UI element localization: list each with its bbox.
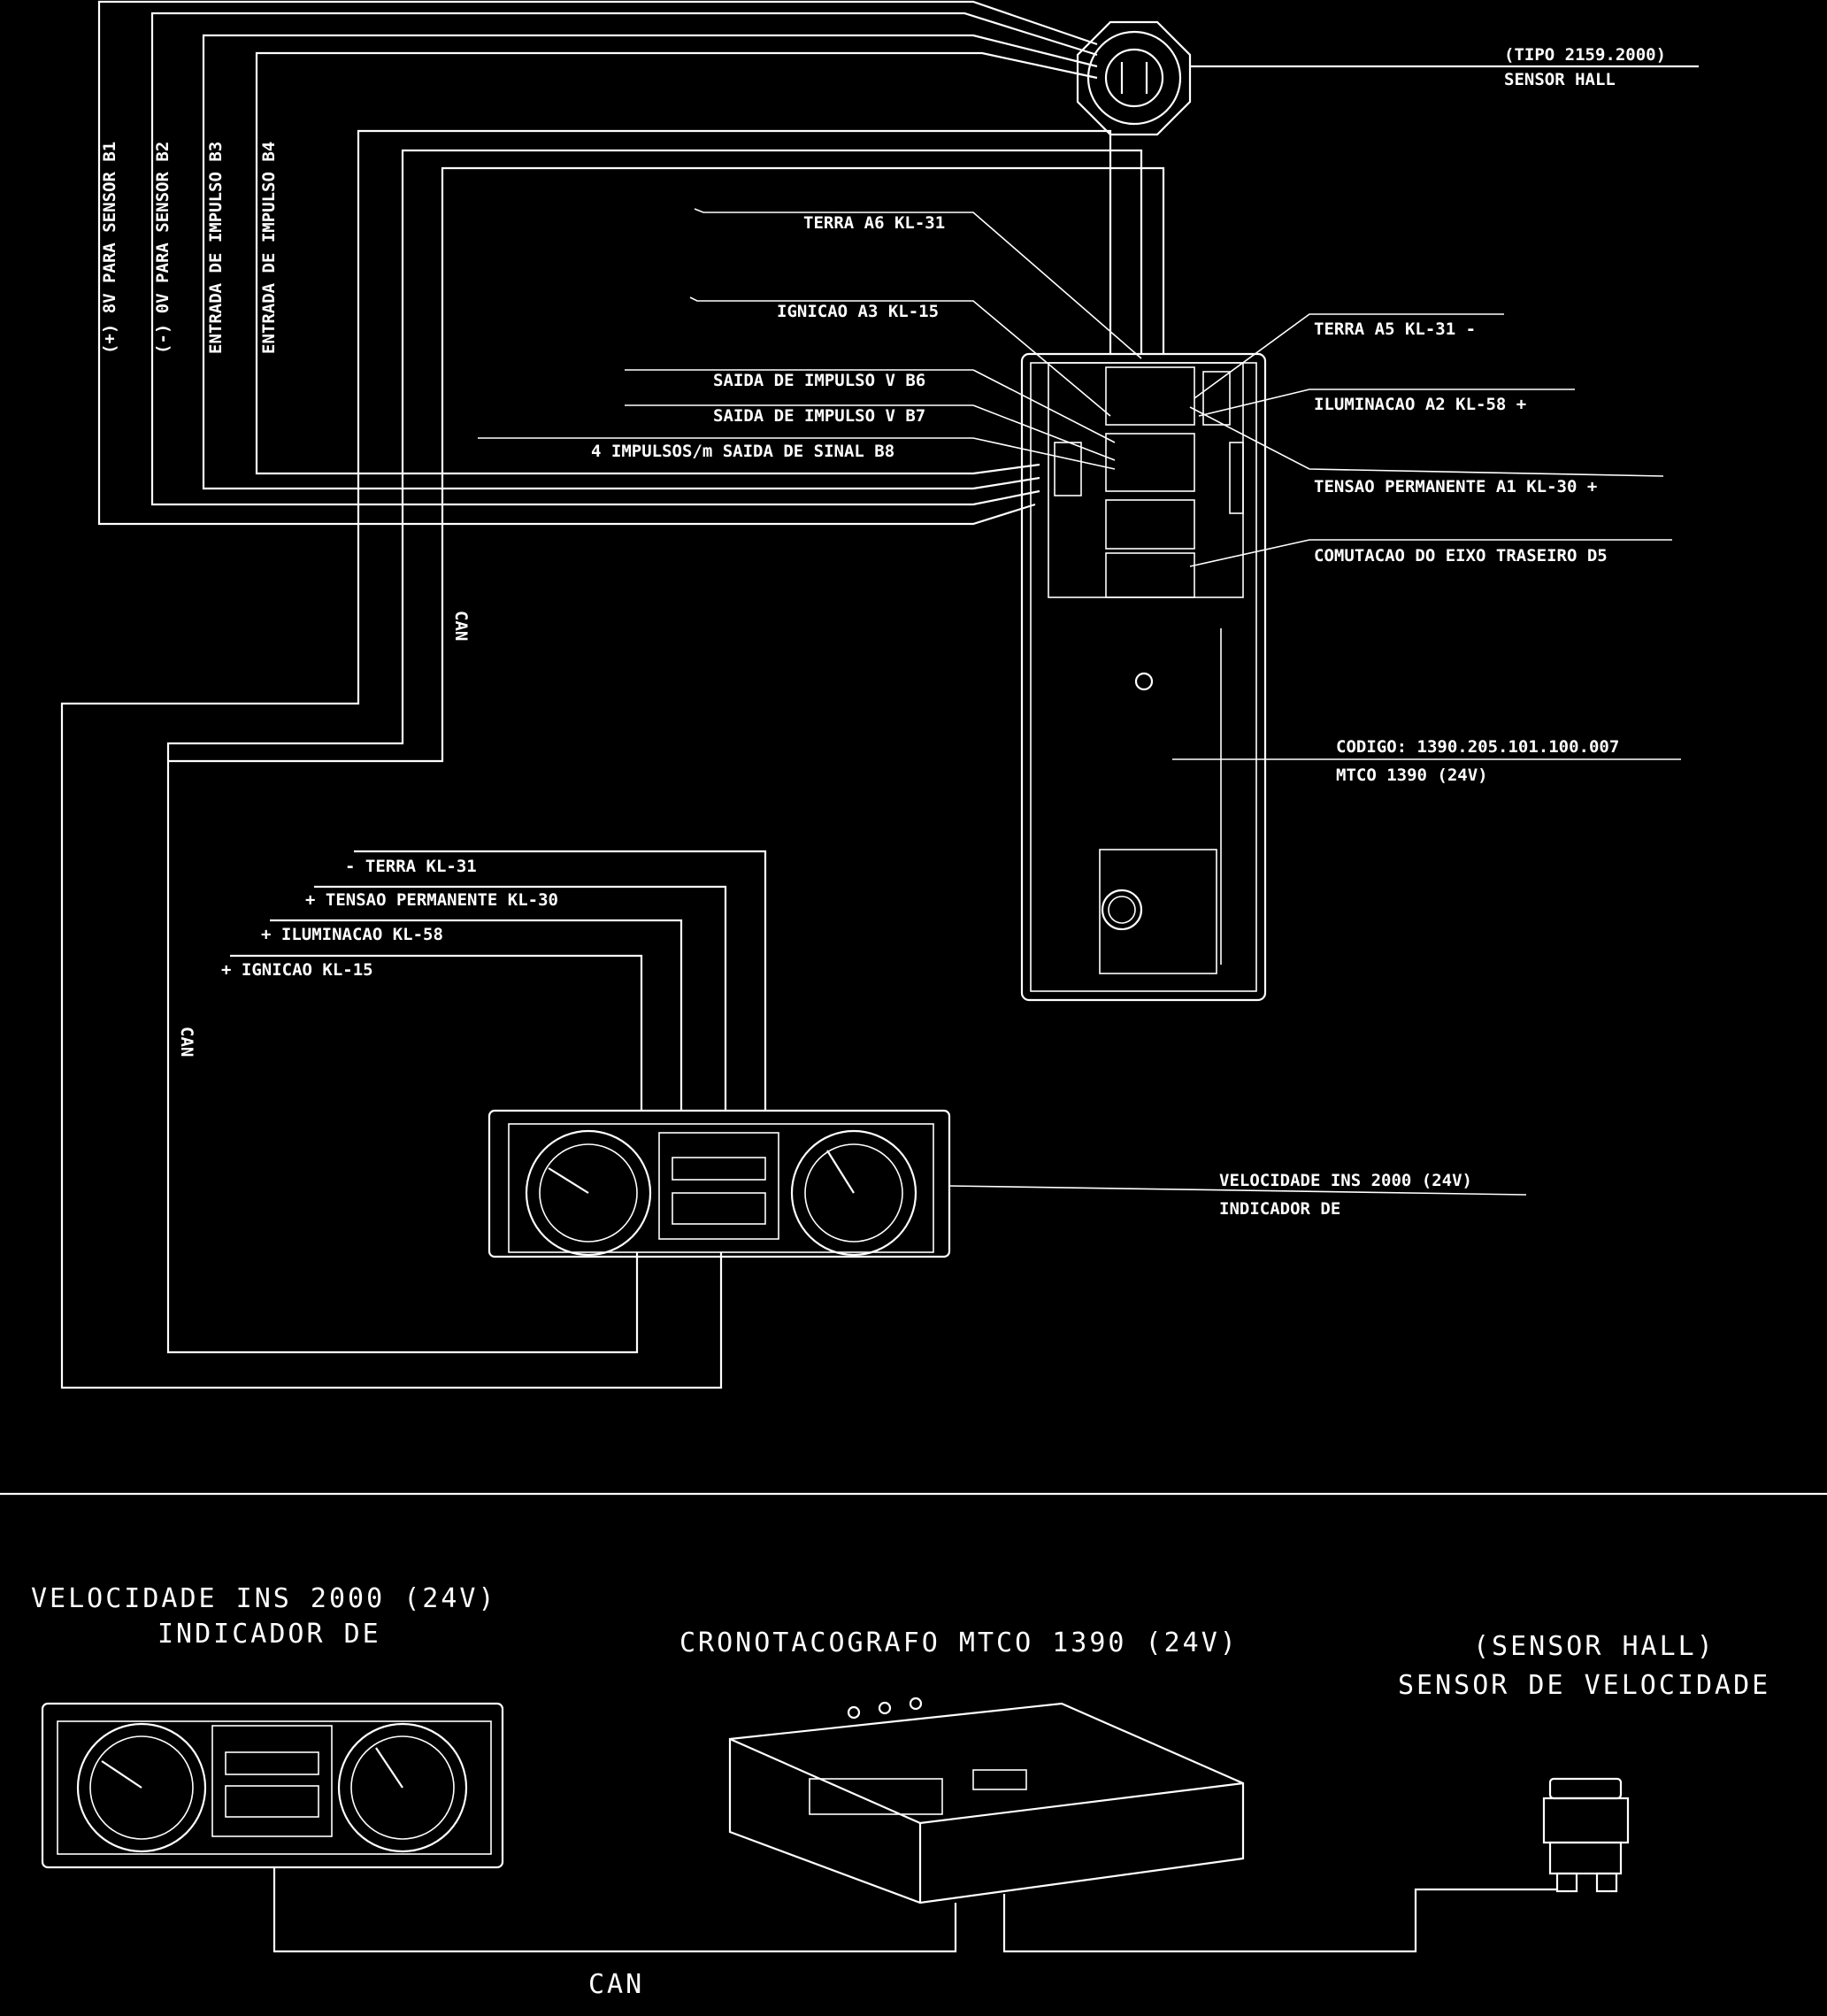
bottom-indicator-line1: VELOCIDADE INS 2000 (24V): [31, 1583, 497, 1614]
sensor-wires: [97, 0, 1098, 526]
can-label-lower: CAN: [177, 1027, 196, 1057]
ins-input-iluminacao: + ILUMINACAO KL-58: [261, 925, 443, 944]
bottom-ins-indicator: [41, 1702, 504, 1869]
label-ignicao-a3: IGNICAO A3 KL-15: [777, 302, 939, 321]
label-saida-b6: SAIDA DE IMPULSO V B6: [713, 371, 925, 390]
mtco-unit: [1020, 352, 1267, 1002]
bottom-sensor-line1: (SENSOR HALL): [1473, 1631, 1716, 1662]
ins-input-ignicao: + IGNICAO KL-15: [221, 960, 373, 980]
vlabel-b3: ENTRADA DE IMPULSO B3: [206, 142, 226, 354]
bottom-can-label: CAN: [588, 1969, 644, 2000]
label-comutacao-d5: COMUTACAO DO EIXO TRASEIRO D5: [1314, 546, 1608, 566]
label-saida-b7: SAIDA DE IMPULSO V B7: [713, 406, 925, 426]
bottom-indicator-line2: INDICADOR DE: [157, 1619, 381, 1650]
bottom-tachograph: [728, 1697, 1245, 1904]
label-saida-b8: 4 IMPULSOS/m SAIDA DE SINAL B8: [591, 442, 894, 461]
bottom-tacho-label: CRONOTACOGRAFO MTCO 1390 (24V): [679, 1627, 1239, 1658]
label-terra-a6: TERRA A6 KL-31: [803, 213, 945, 233]
sensor-top-name: SENSOR HALL: [1504, 70, 1616, 89]
label-tensao-a1: TENSAO PERMANENTE A1 KL-30 +: [1314, 477, 1597, 496]
ins-input-wires: [230, 850, 767, 1111]
bottom-speed-sensor: [1542, 1777, 1630, 1893]
ins-indicator-top: [487, 1109, 1527, 1258]
label-iluminacao-a2: ILUMINACAO A2 KL-58 +: [1314, 395, 1526, 414]
sensor-top-type: (TIPO 2159.2000): [1504, 45, 1666, 65]
hall-sensor-top: [1076, 20, 1699, 136]
ins-label-top-1: VELOCIDADE INS 2000 (24V): [1219, 1171, 1472, 1190]
mtco-model: MTCO 1390 (24V): [1336, 766, 1488, 785]
mtco-left-leaders: [478, 208, 1142, 470]
ins-input-terra: - TERRA KL-31: [345, 857, 477, 876]
bottom-sensor-line2: SENSOR DE VELOCIDADE: [1398, 1670, 1770, 1701]
vlabel-b4: ENTRADA DE IMPULSO B4: [259, 142, 279, 354]
ins-label-top-2: INDICADOR DE: [1219, 1199, 1340, 1219]
can-label-upper: CAN: [451, 611, 471, 641]
can-wires: [60, 129, 1165, 1389]
vlabel-b1: (+) 8V PARA SENSOR B1: [100, 142, 119, 354]
ins-input-tensao: + TENSAO PERMANENTE KL-30: [305, 890, 558, 910]
vlabel-b2: (-) 0V PARA SENSOR B2: [153, 142, 173, 354]
mtco-right-leaders: [1172, 313, 1681, 760]
mtco-connector-pins: [1054, 366, 1244, 598]
mtco-code: CODIGO: 1390.205.101.100.007: [1336, 737, 1619, 757]
bottom-wiring: [273, 1867, 1557, 1953]
label-terra-a5: TERRA A5 KL-31 -: [1314, 319, 1476, 339]
